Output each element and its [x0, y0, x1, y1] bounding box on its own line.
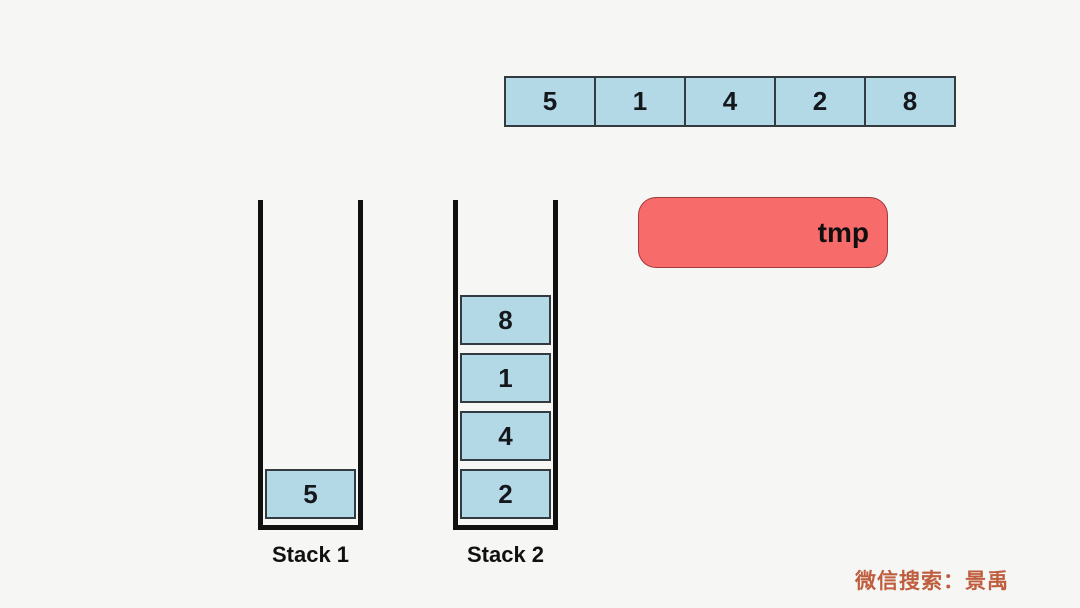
- input-array: 5 1 4 2 8: [504, 76, 956, 127]
- stack2-item-2: 2: [460, 469, 551, 519]
- stack2-item-4: 4: [460, 411, 551, 461]
- stack2-item-1: 1: [460, 353, 551, 403]
- tmp-label: tmp: [817, 216, 869, 248]
- stack2-label: Stack 2: [466, 542, 545, 567]
- stack1-container: 5: [258, 200, 363, 530]
- tmp-box: tmp: [638, 197, 888, 268]
- stack1-item-5: 5: [265, 469, 356, 519]
- array-cell-0: 5: [504, 76, 596, 127]
- stack1-label: Stack 1: [271, 542, 350, 567]
- stack2-item-8: 8: [460, 295, 551, 345]
- array-cell-2: 4: [684, 76, 776, 127]
- stack2-container: 8 1 4 2: [453, 200, 558, 530]
- array-cell-3: 2: [774, 76, 866, 127]
- watermark-text: 微信搜索：景禹: [855, 568, 1009, 593]
- array-cell-1: 1: [594, 76, 686, 127]
- array-cell-4: 8: [864, 76, 956, 127]
